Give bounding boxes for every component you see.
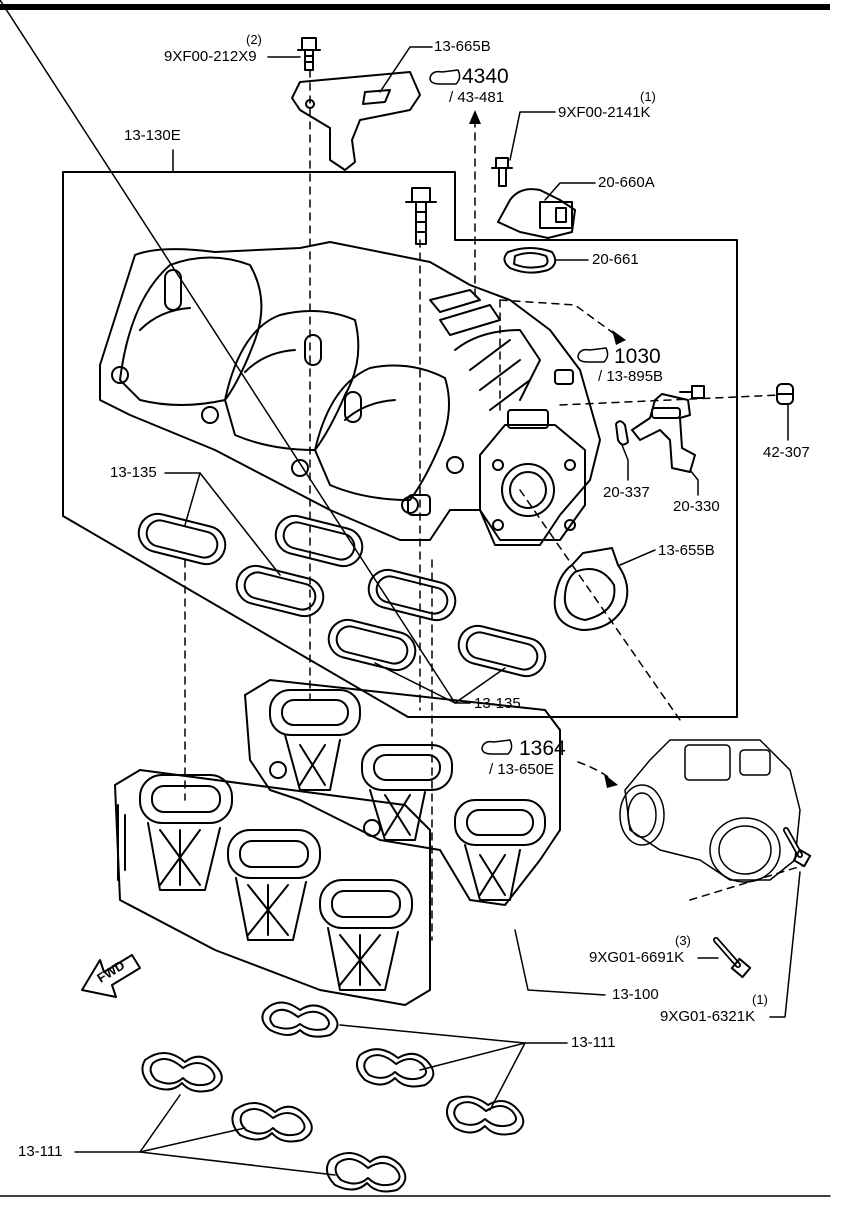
label-gasket-upper-left: 13-135 bbox=[110, 464, 157, 481]
label-bracket: 13-665B bbox=[434, 38, 491, 55]
lower-manifold-rear bbox=[244, 679, 561, 906]
throttle-body bbox=[619, 739, 801, 883]
leader-lines bbox=[0, 0, 801, 1176]
alignment-lines bbox=[184, 69, 781, 941]
label-gasket-lower-left: 13-111 bbox=[18, 1143, 63, 1160]
label-lower-manifold: 13-100 bbox=[612, 986, 659, 1003]
tb-gasket bbox=[553, 547, 629, 631]
oring bbox=[615, 420, 629, 446]
label-sensor: 20-660A bbox=[598, 174, 655, 191]
ref-arrowhead-1364 bbox=[604, 774, 618, 788]
bolt-sensor bbox=[491, 157, 513, 187]
label-ref-1030: 1030 bbox=[614, 345, 661, 368]
lower-manifold-front bbox=[114, 769, 431, 1006]
label-ref-1030-sub: / 13-895B bbox=[598, 368, 664, 385]
bracket-hole bbox=[305, 99, 315, 109]
label-upper-manifold: 13-130E bbox=[124, 127, 181, 144]
valve bbox=[631, 393, 696, 473]
label-ref-1364-sub: / 13-650E bbox=[489, 761, 555, 778]
label-tb-stud-qty: (1) bbox=[752, 992, 768, 1007]
upper-gaskets bbox=[137, 512, 547, 678]
bolt-manifold bbox=[405, 187, 437, 245]
label-sensor-bolt: 9XF00-2141K bbox=[558, 104, 651, 121]
assembly-outline bbox=[62, 171, 738, 718]
ref-arrowhead-1030 bbox=[612, 330, 626, 345]
label-valve: 20-330 bbox=[673, 498, 720, 515]
fwd-arrow-icon bbox=[81, 954, 141, 998]
label-bolt-top-qty: (2) bbox=[246, 32, 262, 47]
label-ref-1364: 1364 bbox=[519, 737, 566, 760]
cap bbox=[776, 383, 794, 405]
label-sensor-gasket: 20-661 bbox=[592, 251, 639, 268]
sensor bbox=[497, 188, 576, 239]
tb-dashed-bottom bbox=[689, 864, 806, 901]
label-tb-bolt: 9XG01-6691K bbox=[589, 949, 685, 966]
ref-arrowhead-4340 bbox=[469, 110, 481, 124]
top-border bbox=[0, 4, 830, 10]
bolt-small bbox=[679, 385, 705, 399]
upper-manifold bbox=[99, 241, 601, 546]
label-tb-gasket: 13-655B bbox=[658, 542, 715, 559]
label-oring: 20-337 bbox=[603, 484, 650, 501]
label-sensor-bolt-qty: (1) bbox=[640, 89, 656, 104]
lower-gaskets bbox=[141, 1001, 525, 1193]
stud-tb bbox=[783, 827, 812, 868]
label-tb-bolt-qty: (3) bbox=[675, 933, 691, 948]
sensor-gasket bbox=[503, 247, 557, 274]
label-gasket-upper-bottom: 13-135 bbox=[474, 695, 521, 712]
label-cap: 42-307 bbox=[763, 444, 810, 461]
book-pointer-icon bbox=[429, 69, 609, 755]
label-ref-4340-sub: / 43-481 bbox=[449, 89, 505, 106]
label-ref-4340: 4340 bbox=[462, 65, 509, 88]
label-gasket-lower-right: 13-111 bbox=[571, 1034, 616, 1051]
bracket bbox=[291, 71, 421, 171]
label-tb-stud: 9XG01-6321K bbox=[660, 1008, 756, 1025]
bolt-top bbox=[297, 37, 321, 71]
label-bolt-top: 9XF00-212X9 bbox=[164, 48, 257, 65]
bolt-tb bbox=[713, 937, 752, 979]
